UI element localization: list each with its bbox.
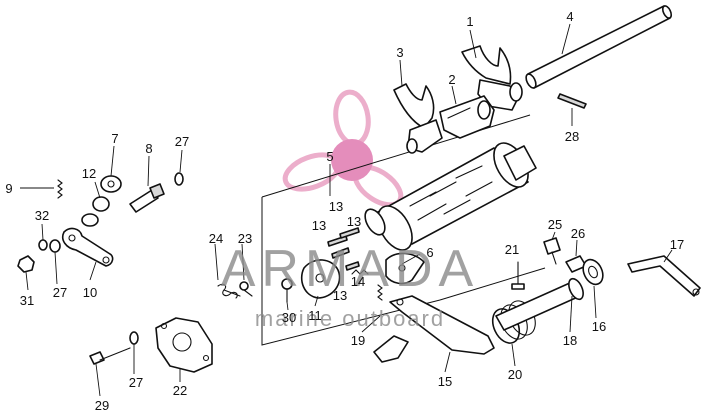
part-25-bolt xyxy=(543,237,561,265)
callout-16: 16 xyxy=(592,319,606,334)
part-27-washer-left xyxy=(49,239,61,253)
part-8-shaft xyxy=(129,183,165,213)
callout-13-b: 13 xyxy=(312,218,326,233)
callout-7: 7 xyxy=(111,131,118,146)
callout-15: 15 xyxy=(438,374,452,389)
part-12-collar xyxy=(81,196,110,227)
part-6-cam-plate xyxy=(385,252,425,285)
callout-26: 26 xyxy=(571,226,585,241)
callout-17: 17 xyxy=(670,237,684,252)
callout-19: 19 xyxy=(351,333,365,348)
callout-22: 22 xyxy=(173,383,187,398)
part-22-plate xyxy=(155,317,213,373)
part-14-spring xyxy=(351,269,369,275)
part-24-spring xyxy=(217,283,241,299)
part-30-bolt xyxy=(281,278,293,303)
callout-5: 5 xyxy=(326,149,333,164)
part-9-spring xyxy=(57,179,63,199)
callout-30: 30 xyxy=(282,310,296,325)
part-19-spring xyxy=(377,284,383,301)
callout-13-c: 13 xyxy=(347,214,361,229)
part-23-bolt xyxy=(239,281,253,297)
part-27-washer-top xyxy=(174,172,184,186)
callout-1: 1 xyxy=(466,14,473,29)
part-7-washer xyxy=(100,175,122,193)
callout-18: 18 xyxy=(563,333,577,348)
callout-28: 28 xyxy=(565,129,579,144)
callout-27-bottom: 27 xyxy=(129,375,143,390)
callout-9: 9 xyxy=(5,181,12,196)
callout-labels: 1 2 3 4 5 6 7 8 9 10 11 12 13 13 13 13 1… xyxy=(5,9,684,413)
part-15-stopper-arm xyxy=(373,295,495,363)
callout-13-a: 13 xyxy=(329,199,343,214)
part-13-pins xyxy=(327,227,360,271)
part-5-shift-drum xyxy=(364,142,537,251)
callout-4: 4 xyxy=(566,9,573,24)
callout-24: 24 xyxy=(209,231,223,246)
part-11-star-plate xyxy=(300,259,341,299)
callout-13-d: 13 xyxy=(333,288,347,303)
leader-lines xyxy=(20,23,673,397)
part-32-washer xyxy=(38,239,48,251)
part-21-bolt xyxy=(511,261,525,290)
callout-3: 3 xyxy=(396,45,403,60)
callout-8: 8 xyxy=(145,141,152,156)
watermark-tagline: marine outboard xyxy=(255,306,445,331)
part-3-shift-fork xyxy=(393,83,443,154)
callout-10: 10 xyxy=(83,285,97,300)
part-2-shift-fork xyxy=(439,95,495,139)
callout-23: 23 xyxy=(238,231,252,246)
part-10-arm xyxy=(61,227,114,267)
part-4-shift-fork-shaft xyxy=(525,5,673,89)
part-27-washer-bottom xyxy=(129,331,139,345)
callout-27-left: 27 xyxy=(53,285,67,300)
part-29-bolt xyxy=(89,347,131,365)
watermark-propeller-logo xyxy=(282,89,404,208)
callout-12: 12 xyxy=(82,166,96,181)
part-17-shift-pedal xyxy=(627,255,701,297)
callout-20: 20 xyxy=(508,367,522,382)
callout-11: 11 xyxy=(308,308,322,323)
callout-2: 2 xyxy=(448,72,455,87)
part-18-shift-spindle xyxy=(495,277,584,331)
callout-31: 31 xyxy=(20,293,34,308)
part-16-oil-seal xyxy=(582,258,604,286)
callout-25: 25 xyxy=(548,217,562,232)
callout-32: 32 xyxy=(35,208,49,223)
callout-6: 6 xyxy=(426,245,433,260)
callout-27-top: 27 xyxy=(175,134,189,149)
watermark-brand: ARMADA xyxy=(221,240,479,298)
callout-29: 29 xyxy=(95,398,109,413)
watermark-text: ARMADA marine outboard xyxy=(221,240,479,331)
part-28-pin xyxy=(557,93,587,109)
part-31-nut xyxy=(17,255,35,273)
callout-21: 21 xyxy=(505,242,519,257)
callout-14: 14 xyxy=(351,274,365,289)
